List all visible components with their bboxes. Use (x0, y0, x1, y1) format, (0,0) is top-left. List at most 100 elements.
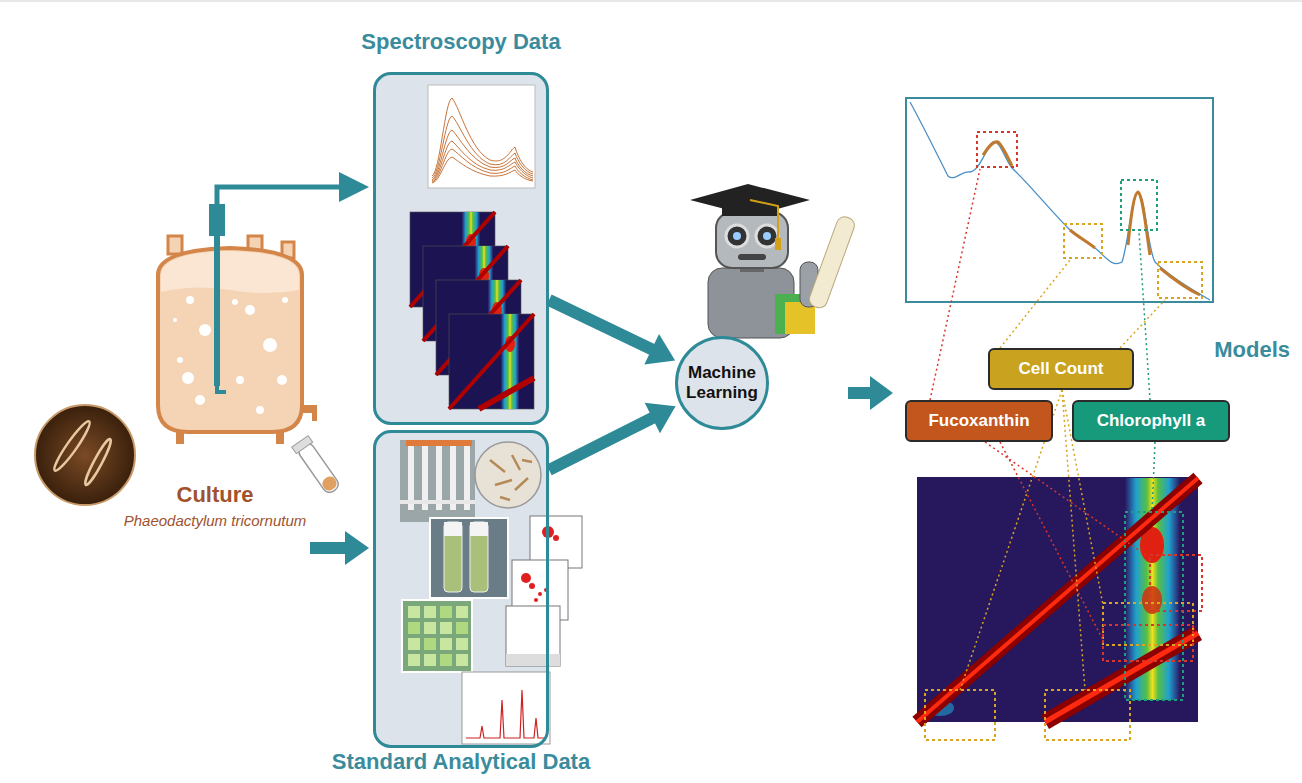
bioreactor-part (263, 338, 277, 352)
culture-group: CulturePhaeodactylum tricornutum (120, 205, 310, 560)
sample-tube-part (320, 474, 339, 493)
chromatogram-part (462, 672, 550, 744)
arrow-head (644, 334, 675, 365)
arrow-head (339, 172, 369, 202)
eem-map-part (917, 478, 1198, 722)
output-arrow-part (870, 376, 893, 410)
lab-photos-part (450, 440, 456, 510)
robot-illustration-part (750, 200, 778, 240)
bioreactor-part (245, 305, 255, 315)
robot-illustration-part (733, 232, 741, 240)
lab-photos-part (500, 497, 510, 500)
robot-illustration-part (756, 225, 778, 247)
eem-map-part (1045, 690, 1130, 740)
arrow-shaft (310, 542, 347, 554)
lab-photos-part (475, 442, 541, 508)
lab-photos-part (464, 440, 470, 510)
spectrum-chart-part (432, 149, 533, 182)
tag-label: Cell Count (1019, 359, 1104, 379)
lab-photos-part (408, 638, 420, 650)
flow-cytometry-plots-part (506, 606, 560, 666)
lab-photos-part (440, 638, 452, 650)
bioreactor-part (168, 236, 182, 254)
lab-photos-part (408, 654, 420, 666)
bioreactor-part (199, 324, 211, 336)
spectrum-plot-part (910, 102, 1210, 300)
lab-photos-part (456, 606, 468, 618)
arrow-head (345, 531, 369, 565)
leader-lines-part (1139, 232, 1150, 400)
lab-photos-part (424, 606, 436, 618)
lab-photos-part (456, 654, 468, 666)
petri-dish-part (51, 419, 94, 474)
lab-photos-part (422, 440, 428, 510)
tag-label: Chlorophyll a (1097, 411, 1206, 431)
bioreactor-part (176, 432, 184, 444)
eem-map-part (1125, 512, 1183, 700)
bioreactor-part (177, 357, 183, 363)
lab-photos-part (456, 622, 468, 634)
arrow-head (645, 403, 676, 433)
flow-arrow (549, 300, 675, 365)
spectrum-plot-part (1121, 180, 1157, 230)
bioreactor-part (282, 297, 288, 303)
spectrum-plot-part (1070, 230, 1095, 248)
lab-photos-part (408, 622, 420, 634)
spectrum-plot-part (1064, 224, 1102, 258)
process-circle: Machine Learning (675, 336, 769, 430)
model-tag: Chlorophyll a (1072, 400, 1230, 442)
leader-lines-part (985, 442, 1150, 558)
data-panel: Standard Analytical Data (373, 430, 549, 748)
spectroscopy-panel-fill-part (373, 72, 549, 425)
lab-photos-part (408, 440, 414, 510)
process-label: Machine Learning (680, 363, 764, 403)
lab-photos-part (456, 638, 468, 650)
lab-photos-part (424, 654, 436, 666)
sample-tube-part (292, 436, 313, 454)
panel-heading: Standard Analytical Data (296, 749, 626, 775)
bioreactor-part (312, 405, 317, 421)
bioreactor-part (256, 406, 264, 414)
bioreactor-part (161, 251, 299, 293)
model-tag: Cell Count (988, 348, 1134, 390)
lab-photos-part (424, 622, 436, 634)
robot-illustration-part (775, 238, 781, 250)
bioreactor (158, 204, 317, 444)
leader-lines-part (1000, 442, 1103, 640)
lab-photos-part (424, 638, 436, 650)
robot-illustration-part (763, 232, 771, 240)
panel-heading: Spectroscopy Data (296, 29, 626, 55)
bioreactor-part (232, 299, 238, 305)
lab-photos-part (400, 440, 475, 522)
arrow-shaft (549, 417, 654, 470)
spectrum-plot-part (1158, 262, 1202, 298)
lab-photos-part (470, 522, 488, 592)
bioreactor-part (186, 296, 194, 304)
species-label: Phaeodactylum tricornutum (120, 511, 310, 530)
lab-photos-part (406, 440, 472, 446)
spectrum-plot-part (977, 132, 1017, 167)
bioreactor-part (236, 376, 244, 384)
lab-photos-part (440, 622, 452, 634)
spectrum-plot-part (1128, 192, 1150, 255)
eem-map-part (917, 477, 1198, 722)
data-panel: Spectroscopy Data (373, 72, 549, 425)
arrow-shaft (549, 300, 653, 350)
bioreactor-part (158, 248, 302, 432)
lab-photos-part (430, 518, 508, 598)
eem-map-part (1103, 625, 1193, 661)
flow-cytometry-plots-part (553, 535, 559, 541)
eem-map-part (1045, 633, 1198, 722)
lab-photos-part (402, 600, 472, 672)
flow-cytometry-plots-part (521, 573, 531, 583)
spectrum-chart (428, 85, 535, 188)
eem-map-part (917, 478, 1198, 722)
spectrum-plot (906, 98, 1213, 302)
petri-dish-part (35, 405, 135, 505)
lab-photos-part (490, 460, 505, 472)
bioreactor-part (277, 375, 287, 385)
lab-photos-part (495, 480, 512, 485)
lab-photos-part (512, 455, 520, 470)
model-tag: Fucoxanthin (905, 400, 1053, 442)
